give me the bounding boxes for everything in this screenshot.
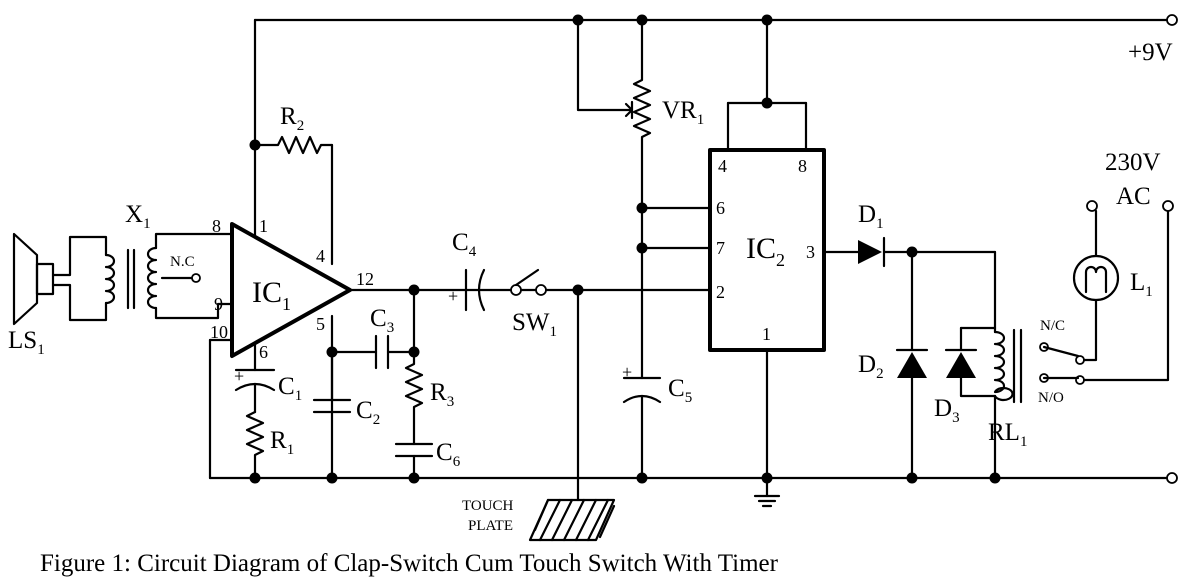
resistor-r3 (404, 288, 424, 446)
diode-d2 (895, 250, 929, 480)
relay-nc-label: N/C (1040, 318, 1065, 334)
ic1-pin-5: 5 (316, 314, 325, 334)
ground-terminal (1166, 472, 1178, 484)
c4-label: C4 (452, 229, 477, 260)
ic2-pin-4: 4 (718, 156, 727, 176)
c5-label: C5 (668, 375, 692, 406)
relay-no-label: N/O (1038, 390, 1064, 406)
junction-dots (249, 14, 1001, 484)
supply-label: +9V (1128, 39, 1173, 66)
ground-symbol (753, 476, 781, 508)
c4-plus: + (448, 286, 458, 306)
ic2-pin-3: 3 (806, 242, 815, 262)
r2-label: R2 (280, 103, 304, 134)
ic1-triangle (230, 222, 352, 358)
ic1-label: IC1 (252, 276, 291, 314)
r1-label: R1 (270, 427, 294, 458)
ic1-pin-10: 10 (210, 322, 228, 342)
ic2-pin-2: 2 (716, 282, 725, 302)
ic2-timer (640, 18, 860, 480)
relay-rl1 (993, 208, 1170, 480)
d1-label: D1 (858, 201, 884, 232)
potentiometer-vr1 (576, 18, 652, 250)
touch-plate-label-2: PLATE (468, 518, 513, 534)
transformer-label: X1 (125, 201, 151, 232)
mains-type-label: AC (1116, 183, 1151, 210)
speaker-magnet (35, 262, 55, 296)
capacitor-c4 (464, 268, 486, 312)
ic1-pin-6: 6 (259, 342, 268, 362)
touch-plate-label-1: TOUCH (462, 498, 514, 514)
speaker-ls1 (12, 232, 108, 326)
ic2-pin-7: 7 (716, 238, 725, 258)
lamp-l1 (1072, 254, 1120, 302)
lamp-label: L1 (1130, 269, 1153, 300)
transformer-x1 (104, 232, 234, 320)
ic1-pin-8: 8 (212, 216, 221, 236)
supply-terminal (1166, 14, 1178, 26)
nc-tap-terminal (191, 273, 201, 283)
ic2-label: IC2 (746, 232, 785, 270)
d2-label: D2 (858, 351, 884, 382)
vr1-label: VR1 (662, 97, 704, 128)
figure-caption: Figure 1: Circuit Diagram of Clap-Switch… (40, 550, 779, 577)
ic1-pin-1: 1 (259, 216, 268, 236)
speaker-label: LS1 (8, 327, 45, 358)
secondary-coil (146, 246, 158, 310)
ic2-pin-6: 6 (716, 198, 725, 218)
resistor-r1 (245, 410, 265, 480)
rl1-label: RL1 (988, 419, 1027, 450)
primary-coil (104, 253, 116, 305)
diode-d3 (944, 326, 997, 398)
capacitor-c2 (312, 350, 352, 414)
ic2-pin-8: 8 (798, 156, 807, 176)
mains-terminals (1086, 200, 1174, 258)
mains-voltage-label: 230V (1105, 149, 1161, 176)
capacitor-c5 (622, 246, 662, 480)
relay-coil (993, 330, 1014, 402)
resistor-r2 (253, 135, 334, 155)
r3-label: R3 (430, 379, 454, 410)
speaker-cone (12, 232, 39, 326)
switch-sw1 (510, 268, 547, 296)
c3-label: C3 (370, 305, 394, 336)
capacitor-c3 (330, 334, 416, 370)
d3-label: D3 (934, 395, 960, 426)
touch-plate (528, 288, 616, 542)
c6-label: C6 (436, 439, 461, 470)
diode-d1 (858, 236, 997, 268)
labels: +9V 230V AC LS1 X1 N.C IC1 8 1 4 12 9 10… (8, 39, 1173, 577)
nc-tap-label: N.C (170, 254, 195, 270)
c5-plus: + (622, 362, 632, 382)
ic2-pin-1: 1 (762, 324, 771, 344)
ic1-pin-9: 9 (214, 294, 223, 314)
ic1-amplifier (208, 18, 580, 480)
c1-plus: + (234, 366, 244, 386)
c1-label: C1 (278, 373, 302, 404)
capacitor-c1 (234, 368, 276, 414)
sw1-label: SW1 (512, 309, 557, 340)
ic1-pin-12: 12 (356, 269, 374, 289)
c2-label: C2 (356, 397, 380, 428)
ic1-pin-4: 4 (316, 246, 325, 266)
power-rails (208, 14, 1178, 484)
